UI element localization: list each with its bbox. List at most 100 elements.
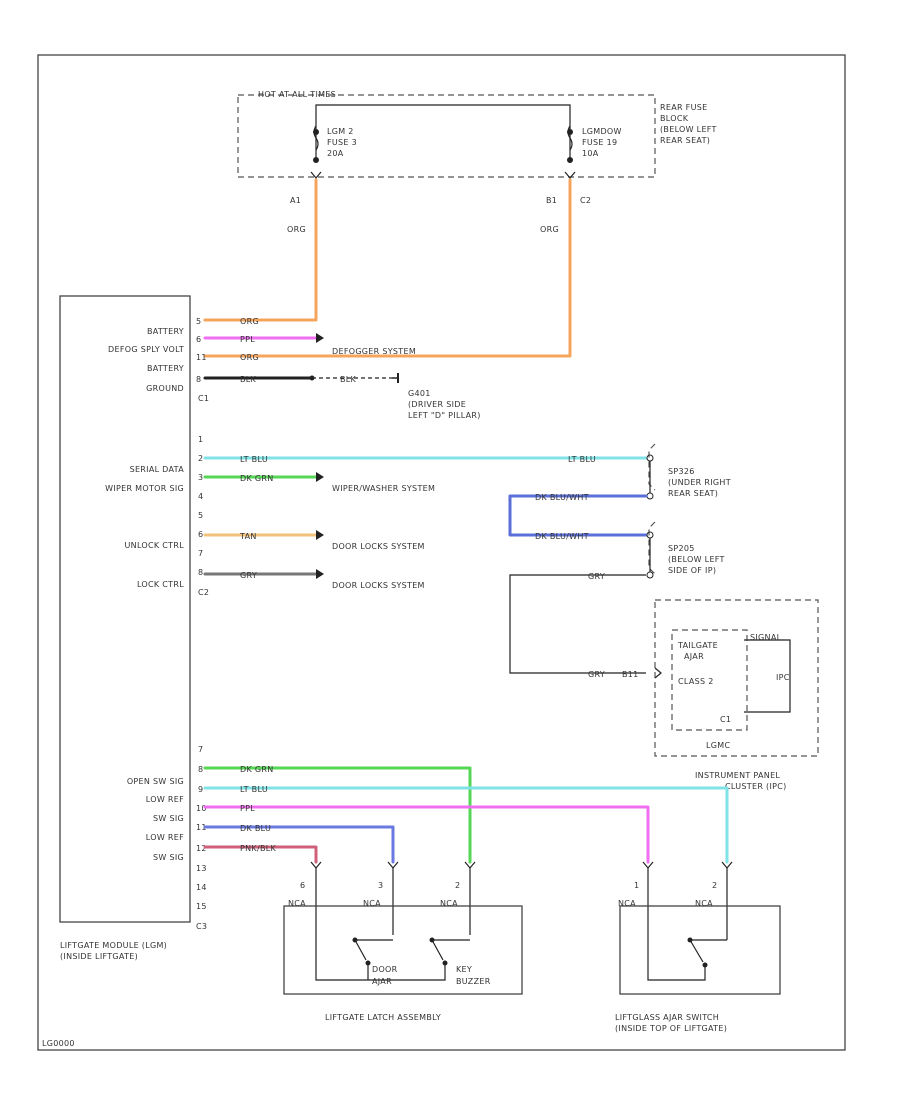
fuse-pin-left: A1 — [290, 196, 301, 205]
pin-num-11: 11 — [196, 353, 207, 362]
wire-label-b-dkgrn: DK GRN — [240, 765, 274, 774]
pin-label-ground: GROUND — [146, 384, 184, 393]
ajar-name-1: LIFTGLASS AJAR SWITCH — [615, 1013, 719, 1022]
dest-wiper-washer: WIPER/WASHER SYSTEM — [332, 484, 435, 493]
key-buzzer-switch-icon — [429, 937, 470, 966]
mid-pin-7: 7 — [198, 549, 203, 558]
wire-label-dkgrn: DK GRN — [240, 474, 274, 483]
fuse-left-line-2: FUSE 3 — [327, 138, 357, 147]
sp205-name-3: SIDE OF IP) — [668, 566, 716, 575]
fuse-block-label-1: REAR FUSE — [660, 103, 707, 112]
fuse-right-line-2: FUSE 19 — [582, 138, 617, 147]
liftgate-latch-assembly: 6 3 2 NCA NCA NCA DOOR AJAR KEY BUZZER L… — [283, 881, 523, 1022]
ajar-name-2: (INSIDE TOP OF LIFTGATE) — [615, 1024, 727, 1033]
pin-num-6: 6 — [196, 335, 201, 344]
latch-nca-1: NCA — [288, 899, 306, 908]
ajar-pin-1: 1 — [634, 881, 639, 890]
wire-label-gry: GRY — [240, 571, 257, 580]
module-name-2: (INSIDE LIFTGATE) — [60, 952, 138, 961]
fuse-block-label-2: BLOCK — [660, 114, 689, 123]
pin-num-8: 8 — [196, 375, 201, 384]
label-lock: LOCK CTRL — [137, 580, 184, 589]
liftglass-ajar-switch: 1 2 NCA NCA LIFTGLASS AJAR SWITCH (INSID… — [615, 881, 781, 1033]
splice-sp326: SP326 (UNDER RIGHT REAR SEAT) — [646, 443, 731, 500]
fuse-left-icon — [313, 125, 319, 163]
fuse-block-label-3: (BELOW LEFT — [660, 125, 717, 134]
cluster-conn: C1 — [720, 715, 731, 724]
label-open-sw: OPEN SW SIG — [127, 777, 184, 786]
bottom-pin-10: 10 — [196, 804, 207, 813]
mid-pin-2: 2 — [198, 454, 203, 463]
label-low-ref-1: LOW REF — [146, 795, 184, 804]
bottom-pin-12: 12 — [196, 844, 207, 853]
wire-label-org-2: ORG — [240, 353, 259, 362]
cluster-name-1: INSTRUMENT PANEL — [695, 771, 780, 780]
sp205-name-2: (BELOW LEFT — [668, 555, 725, 564]
latch-name: LIFTGATE LATCH ASSEMBLY — [325, 1013, 441, 1022]
wire-label-ltblu-2: LT BLU — [568, 455, 596, 464]
bottom-pin-14: 14 — [196, 883, 207, 892]
wire-dkblu-lowref — [203, 825, 395, 864]
latch-nca-3: NCA — [440, 899, 458, 908]
ground-wire-label: BLK — [340, 375, 357, 384]
module-name-1: LIFTGATE MODULE (LGM) — [60, 941, 167, 950]
fuse-right-icon — [567, 125, 573, 163]
cluster-class: CLASS 2 — [678, 677, 714, 686]
ground-icon — [392, 373, 399, 383]
cluster-name-2: CLUSTER (IPC) — [725, 782, 787, 791]
wire-pnkblk-swsig — [203, 845, 318, 864]
label-sw-sig-1: SW SIG — [153, 814, 184, 823]
bottom-pin-13: 13 — [196, 864, 207, 873]
arrow-unlock-icon — [316, 530, 324, 540]
sp326-name-2: (UNDER RIGHT — [668, 478, 731, 487]
ajar-nca-2: NCA — [695, 899, 713, 908]
wire-label-dkbluwht-1: DK BLU/WHT — [535, 493, 589, 502]
cluster-line-2: AJAR — [684, 652, 704, 661]
fuse-wire-right: ORG — [540, 225, 559, 234]
pin-label-battery-1: BATTERY — [147, 327, 184, 336]
label-wiper-motor: WIPER MOTOR SIG — [105, 484, 184, 493]
fuse-left-line-3: 20A — [327, 149, 344, 158]
fuse-wire-left: ORG — [287, 225, 306, 234]
mid-pin-6: 6 — [198, 530, 203, 539]
latch-pin-2: 2 — [455, 881, 460, 890]
cluster-signal: SIGNAL — [750, 633, 782, 642]
diagram-id: LG0000 — [42, 1039, 75, 1048]
latch-nca-2: NCA — [363, 899, 381, 908]
wire-label-tan: TAN — [239, 532, 257, 541]
conn-c3: C3 — [196, 922, 207, 931]
label-sw-sig-2: SW SIG — [153, 853, 184, 862]
wire-dkbluwht-sp — [508, 494, 648, 537]
dest-defogger: DEFOGGER SYSTEM — [332, 347, 416, 356]
wire-label-blk: BLK — [240, 375, 257, 384]
fuse-right-line-3: 10A — [582, 149, 599, 158]
dest-door-locks-2: DOOR LOCKS SYSTEM — [332, 581, 425, 590]
splice-sp205: SP205 (BELOW LEFT SIDE OF IP) — [646, 521, 725, 579]
switch2-line-2: BUZZER — [456, 977, 491, 986]
ajar-pin-2: 2 — [712, 881, 717, 890]
mid-pin-4: 4 — [198, 492, 203, 501]
bottom-pin-15: 15 — [196, 902, 207, 911]
ground-name-2: (DRIVER SIDE — [408, 400, 466, 409]
ipc-pin-b11: B11 — [622, 670, 639, 679]
arrow-defog-icon — [316, 333, 324, 343]
wire-dkgrn-open — [203, 766, 472, 864]
fuse-left-line-1: LGM 2 — [327, 127, 354, 136]
wire-ltblu-lowref — [203, 786, 729, 864]
mid-pin-1: 1 — [198, 435, 203, 444]
latch-terminals — [310, 861, 733, 960]
bottom-pin-7: 7 — [198, 745, 203, 754]
wire-org-fuse3 — [203, 178, 318, 322]
wire-label-org-1: ORG — [240, 317, 259, 326]
latch-pin-6: 6 — [300, 881, 305, 890]
wire-label-ltblu-1: LT BLU — [240, 455, 268, 464]
switch2-line-1: KEY — [456, 965, 472, 974]
fuse-block-label-4: REAR SEAT) — [660, 136, 710, 145]
latch-pin-3: 3 — [378, 881, 383, 890]
label-unlock: UNLOCK CTRL — [125, 541, 185, 550]
ajar-nca-1: NCA — [618, 899, 636, 908]
wire-gry-cluster — [509, 574, 646, 674]
mid-pin-5: 5 — [198, 511, 203, 520]
door-ajar-switch-icon — [352, 937, 393, 966]
switch1-line-2: AJAR — [372, 977, 392, 986]
